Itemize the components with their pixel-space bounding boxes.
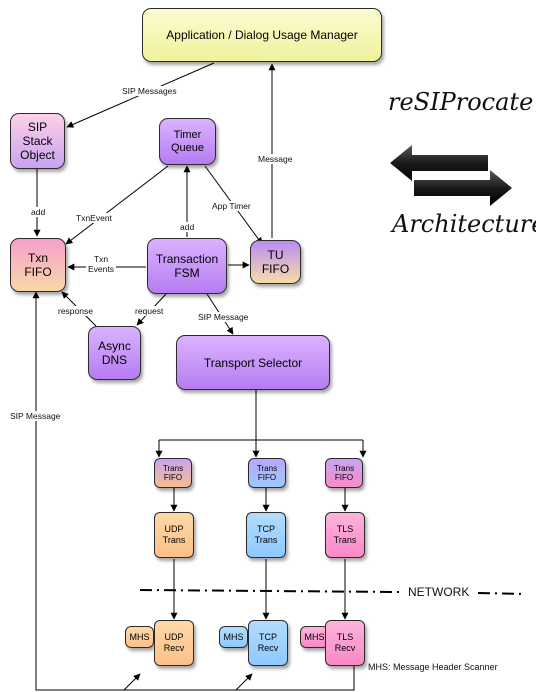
udp-trans: UDP Trans [154,512,194,558]
tcp-recv: TCP Recv [248,620,288,666]
sip-stack-label: SIP Stack Object [20,120,55,162]
logo-arrows-icon [390,145,512,206]
trans-fifo-tcp-label: Trans FIFO [256,464,278,482]
label-sip-message-fsm: SIP Message [196,312,251,322]
edge-bus-udp-arrow [123,673,141,691]
tu-fifo: TU FIFO [250,240,301,284]
tcp-recv-label: TCP Recv [257,632,279,653]
transaction-fsm-label: Transaction FSM [155,252,219,280]
app-dialog-usage-manager: Application / Dialog Usage Manager [142,8,382,62]
edge-return-bus [32,291,355,691]
transaction-fsm: Transaction FSM [147,238,227,294]
logo-architecture: Architecture [392,210,536,238]
tu-fifo-label: TU FIFO [261,248,290,276]
async-dns-label: Async DNS [98,339,131,367]
txn-fifo: Txn FIFO [10,238,66,292]
label-response: response [56,306,95,316]
trans-fifo-udp: Trans FIFO [154,458,192,488]
label-sip-message-return: SIP Message [8,411,63,421]
label-add-left: add [29,207,48,217]
tcp-trans: TCP Trans [246,512,286,558]
mhs-tcp-label: MHS [223,631,244,642]
network-label: NETWORK [408,585,470,599]
label-request: request [133,306,166,316]
edge-timer-to-txn [65,165,169,245]
transport-selector-label: Transport Selector [203,355,303,370]
trans-fifo-udp-label: Trans FIFO [162,464,184,482]
logo-resiprocate: reSIProcate [388,88,534,116]
udp-recv-label: UDP Recv [163,632,185,653]
label-add-center: add [178,222,197,232]
trans-fifo-tcp: Trans FIFO [248,458,286,488]
network-boundary-right [477,592,525,595]
tls-recv-label: TLS Recv [334,632,356,653]
mhs-tcp: MHS [219,626,248,648]
txn-fifo-label: Txn FIFO [24,251,52,279]
label-txn-events: Txn Events [86,254,116,274]
udp-trans-label: UDP Trans [162,524,186,545]
network-boundary [139,589,401,593]
trans-fifo-tls: Trans FIFO [325,458,363,488]
label-app-timer: App Timer [210,201,253,211]
timer-queue-label: Timer Queue [170,128,205,154]
tls-trans: TLS Trans [325,512,365,558]
mhs-tls-label: MHS [304,631,325,642]
tls-recv: TLS Recv [325,620,365,666]
transport-selector: Transport Selector [176,335,330,390]
mhs-legend: MHS: Message Header Scanner [368,662,498,672]
label-sip-messages: SIP Messages [120,86,179,96]
timer-queue: Timer Queue [159,118,216,165]
trans-fifo-tls-label: Trans FIFO [333,464,355,482]
app-manager-label: Application / Dialog Usage Manager [166,28,358,42]
udp-recv: UDP Recv [154,620,194,666]
tls-trans-label: TLS Trans [333,524,357,545]
sip-stack-object: SIP Stack Object [10,113,65,169]
edge-bus-tcp-arrow [235,673,253,691]
mhs-udp-label: MHS [129,631,150,642]
tcp-trans-label: TCP Trans [254,524,278,545]
async-dns: Async DNS [88,326,141,380]
label-txn-event: TxnEvent [74,213,114,223]
label-message: Message [256,154,295,164]
mhs-udp: MHS [125,626,154,648]
